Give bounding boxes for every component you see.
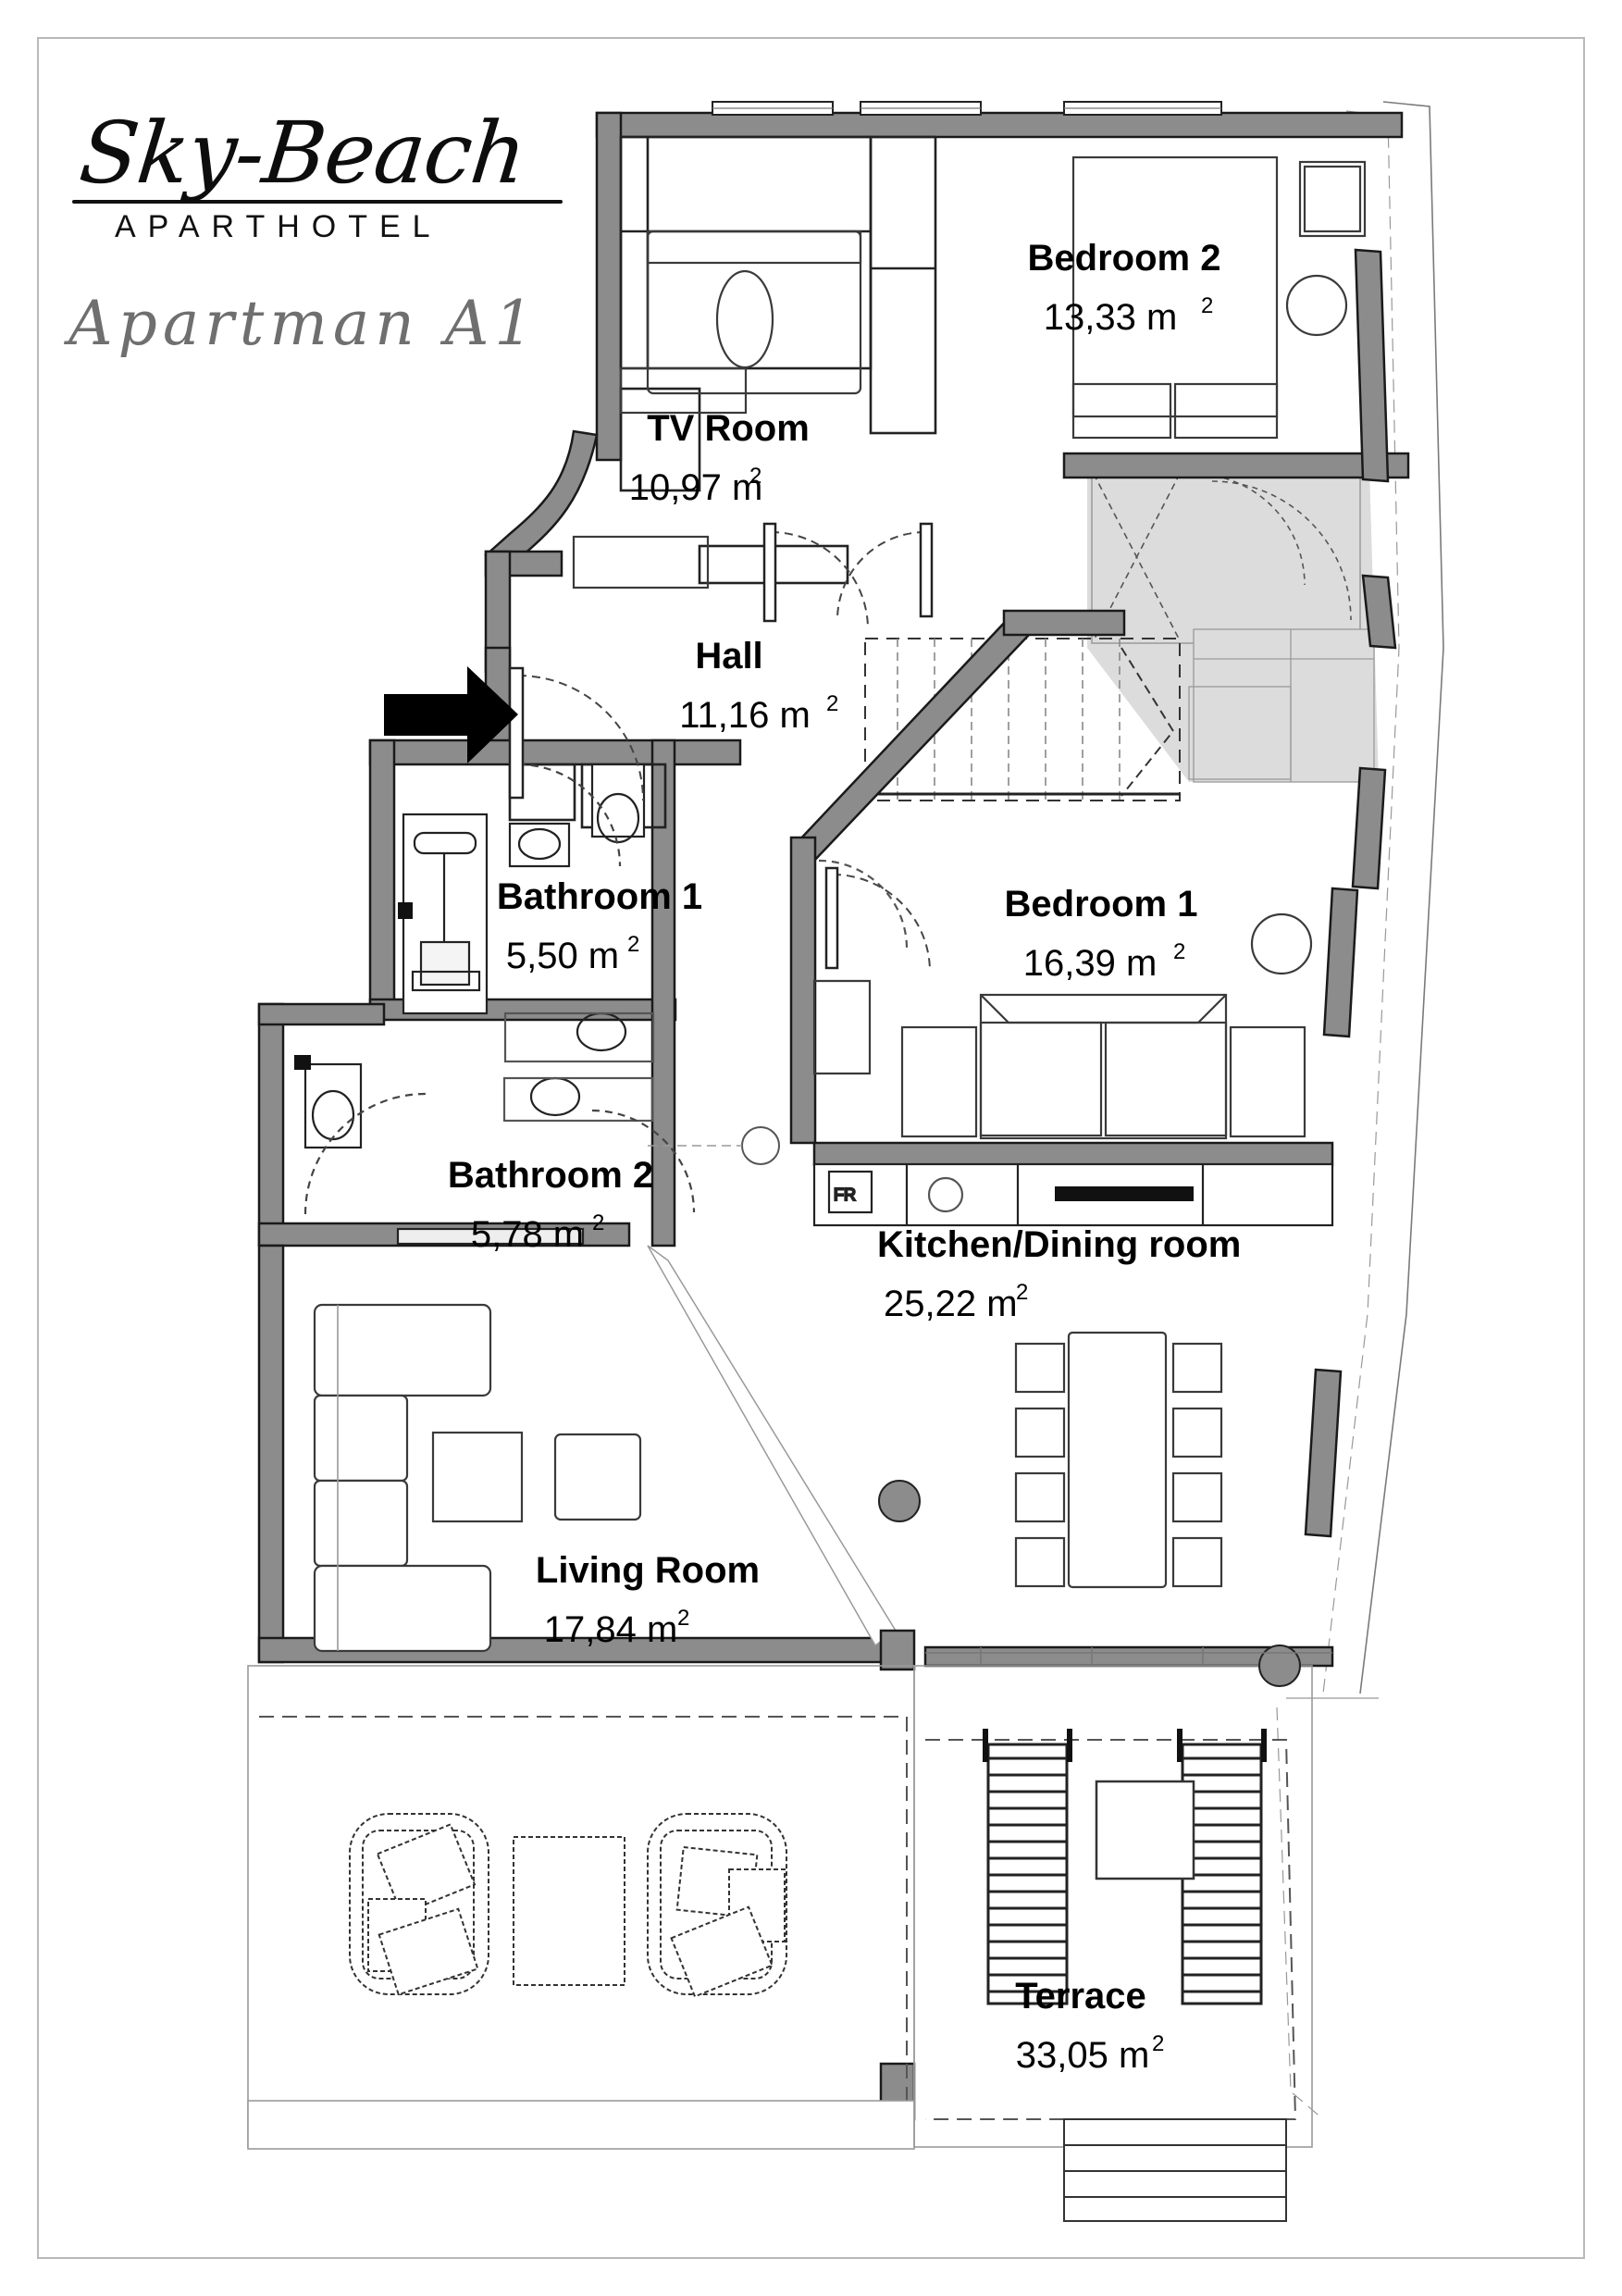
svg-text:FR: FR: [834, 1185, 856, 1204]
room-name-tv-room: TV Room: [647, 408, 810, 449]
room-name-living-room: Living Room: [536, 1550, 760, 1591]
sun-loungers: [983, 1729, 1267, 2005]
room-label-bathroom-1: Bathroom 1 5,50 m 2: [497, 876, 702, 976]
tv-room-furniture: [572, 230, 862, 590]
room-area-tv-room: 10,97 m: [629, 467, 763, 508]
sup-bathroom-1: 2: [627, 932, 639, 957]
entrance-arrow: [384, 666, 518, 763]
room-name-bedroom-2: Bedroom 2: [1028, 238, 1221, 279]
aparthotel-subtitle: APARTHOTEL: [115, 209, 442, 244]
logo-underline-rule: [72, 200, 563, 204]
sun-lounger-left: [983, 1729, 1072, 2005]
room-label-hall: Hall 11,16 m 2: [679, 636, 838, 736]
sun-lounger-right: [1177, 1729, 1267, 2005]
bathroom-1-fixtures: [398, 763, 655, 1063]
room-name-bathroom-1: Bathroom 1: [497, 876, 702, 917]
room-label-kitchen-dining: Kitchen/Dining room 25,22 m 2: [877, 1224, 1241, 1324]
shaded-adjacent-area: [1087, 467, 1379, 783]
apartment-title: Apartman A1: [68, 288, 539, 359]
room-area-kitchen-dining: 25,22 m: [884, 1284, 1018, 1324]
windows-top: [712, 101, 1222, 116]
door-leaves: [508, 522, 934, 970]
room-area-bathroom-1: 5,50 m: [506, 936, 619, 976]
room-name-bedroom-1: Bedroom 1: [1005, 884, 1198, 925]
terrace-steps: [1063, 2118, 1287, 2222]
sup-bathroom-2: 2: [592, 1210, 604, 1235]
sup-hall: 2: [826, 691, 838, 716]
structural-walls: [257, 111, 1410, 2121]
bathroom-2-fixtures: [294, 1055, 696, 1246]
room-label-bedroom-2: Bedroom 2 13,33 m 2: [1028, 238, 1221, 338]
room-area-terrace: 33,05 m: [1016, 2035, 1150, 2076]
room-name-kitchen-dining: Kitchen/Dining room: [877, 1224, 1241, 1265]
room-label-terrace: Terrace 33,05 m 2: [1015, 1976, 1164, 2076]
sup-bedroom-2: 2: [1201, 293, 1213, 318]
kitchen-counter: FR: [812, 1162, 1334, 1227]
room-area-hall: 11,16 m: [679, 695, 811, 736]
room-label-bedroom-1: Bedroom 1 16,39 m 2: [1005, 884, 1198, 984]
room-name-bathroom-2: Bathroom 2: [448, 1155, 653, 1196]
living-room-furniture: [313, 1303, 642, 1653]
sup-bedroom-1: 2: [1173, 939, 1185, 964]
room-name-hall: Hall: [695, 636, 762, 676]
room-area-bedroom-2: 13,33 m: [1044, 297, 1178, 338]
room-area-bathroom-2: 5,78 m: [471, 1214, 584, 1255]
room-area-bedroom-1: 16,39 m: [1023, 943, 1158, 984]
room-label-tv-room: TV Room 10,97 m 2: [629, 408, 810, 508]
bedroom-1-furniture: [812, 859, 1313, 1140]
sup-kitchen-dining: 2: [1016, 1280, 1028, 1305]
door-swings: [517, 531, 931, 973]
sup-terrace: 2: [1152, 2031, 1164, 2056]
bedroom-2-furniture: [1071, 155, 1367, 440]
terrace-side-table: [1095, 1780, 1195, 1880]
sup-living-room: 2: [677, 1606, 689, 1631]
sup-tv-room: 2: [749, 464, 761, 489]
glazing-mullions: [925, 1647, 1332, 1666]
room-label-living-room: Living Room 17,84 m 2: [536, 1550, 760, 1650]
room-label-bathroom-2: Bathroom 2 5,78 m 2: [448, 1155, 653, 1255]
room-labels: TV Room 10,97 m 2 Bedroom 2 13,33 m 2 Ha…: [448, 238, 1241, 2076]
round-fixtures: [648, 1126, 1301, 1687]
terrace-lounge-chairs: [349, 1813, 787, 1998]
room-name-terrace: Terrace: [1015, 1976, 1146, 2017]
branding-block: Sky-Beach APARTHOTEL Apartman A1: [63, 104, 637, 359]
room-area-living-room: 17,84 m: [544, 1609, 678, 1650]
dining-set: [1014, 1331, 1223, 1589]
